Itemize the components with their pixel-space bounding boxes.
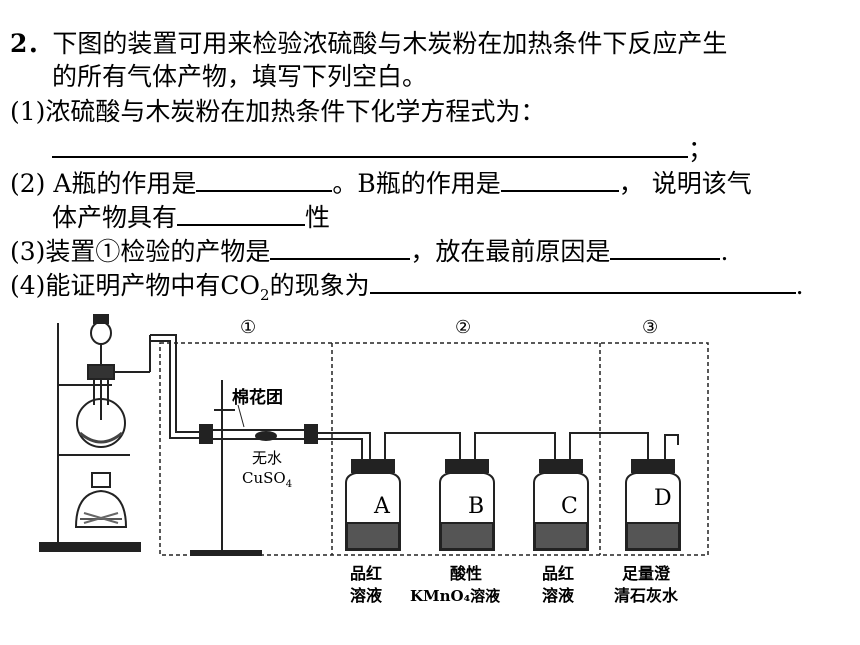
q2-blank-b[interactable] — [500, 164, 619, 192]
q2-blank-a[interactable] — [196, 164, 333, 192]
bottle-a-reagent-line2: 溶液 — [350, 586, 383, 605]
alcohol-lamp — [74, 472, 128, 528]
bottle-a-reagent-line1: 品红 — [350, 564, 382, 583]
iron-stand — [39, 323, 141, 552]
q2-line2-prefix: 体产物具有 — [52, 203, 178, 232]
q2-line2: 体产物具有 性 — [52, 198, 330, 234]
drying-tube — [199, 404, 318, 444]
bottle-d-letter: D — [654, 486, 672, 511]
q4-prefix: (4)能证明产物中有CO — [10, 271, 261, 300]
section-label-3: ③ — [642, 317, 658, 338]
q4-end: . — [795, 271, 804, 300]
cuso4-label-line2: CuSO4 — [242, 469, 292, 490]
round-bottom-flask — [76, 314, 151, 448]
bottle-c-reagent-line2: 溶液 — [542, 586, 575, 605]
question-number: 2． — [10, 29, 53, 58]
stem-text-1: 下图的装置可用来检验浓硫酸与木炭粉在加热条件下反应产生 — [52, 29, 728, 58]
q4-blank[interactable] — [369, 266, 796, 294]
cotton-label: 棉花团 — [232, 387, 283, 408]
q1-blank[interactable] — [52, 130, 688, 158]
q2-blank-c[interactable] — [177, 198, 306, 226]
q1-answer-line: ； — [52, 130, 713, 166]
section-label-1: ① — [240, 317, 256, 338]
question-stem-line2: 的所有气体产物，填写下列空白。 — [52, 62, 428, 91]
bottle-a — [345, 459, 401, 551]
q4-line: (4)能证明产物中有CO2的现象为. — [10, 266, 804, 311]
bottle-c — [533, 459, 589, 551]
q3-end: . — [720, 237, 729, 266]
q2-line1: (2) A瓶的作用是 。B瓶的作用是 ， 说明该气 — [10, 164, 752, 200]
q3-prefix: (3)装置①检验的产物是 — [10, 237, 271, 266]
q1-label: (1)浓硫酸与木炭粉在加热条件下化学方程式为： — [10, 97, 546, 126]
bottle-b-reagent-line1: 酸性 — [450, 564, 482, 583]
tube-stand — [190, 380, 262, 556]
q2-prefix: (2) A瓶的作用是 — [10, 169, 197, 198]
bottle-d-reagent-line2: 清石灰水 — [614, 586, 679, 605]
q3-line: (3)装置①检验的产物是 ，放在最前原因是. — [10, 232, 728, 268]
q1-end: ； — [688, 135, 714, 164]
q2-mid: 。B瓶的作用是 — [332, 169, 501, 198]
bottle-a-letter: A — [373, 494, 391, 519]
section-label-2: ② — [455, 317, 471, 338]
bottle-c-reagent-line1: 品红 — [542, 564, 574, 583]
q3-blank-b[interactable] — [610, 232, 721, 260]
bottle-d — [625, 459, 681, 551]
q4-mid: 的现象为 — [269, 271, 370, 300]
q4-sub: 2 — [260, 286, 270, 304]
q3-blank-a[interactable] — [270, 232, 411, 260]
apparatus-diagram: ① ② ③ 棉花团 无水 CuSO4 A B C D 品红 溶液 酸性 KMnO… — [39, 314, 709, 605]
bottle-d-reagent-line1: 足量澄 — [622, 564, 671, 583]
bottle-b — [439, 459, 495, 551]
bottle-b-reagent-line2: KMnO₄溶液 — [410, 587, 501, 605]
bottle-b-letter: B — [468, 494, 484, 519]
q2-line2-suffix: 性 — [305, 203, 331, 232]
cuso4-label-line1: 无水 — [252, 449, 282, 467]
q2-after: ， 说明该气 — [618, 169, 752, 198]
bottle-c-letter: C — [561, 494, 578, 519]
question-stem-line1: 2．下图的装置可用来检验浓硫酸与木炭粉在加热条件下反应产生 — [10, 28, 727, 60]
q3-mid: ，放在最前原因是 — [410, 237, 611, 266]
